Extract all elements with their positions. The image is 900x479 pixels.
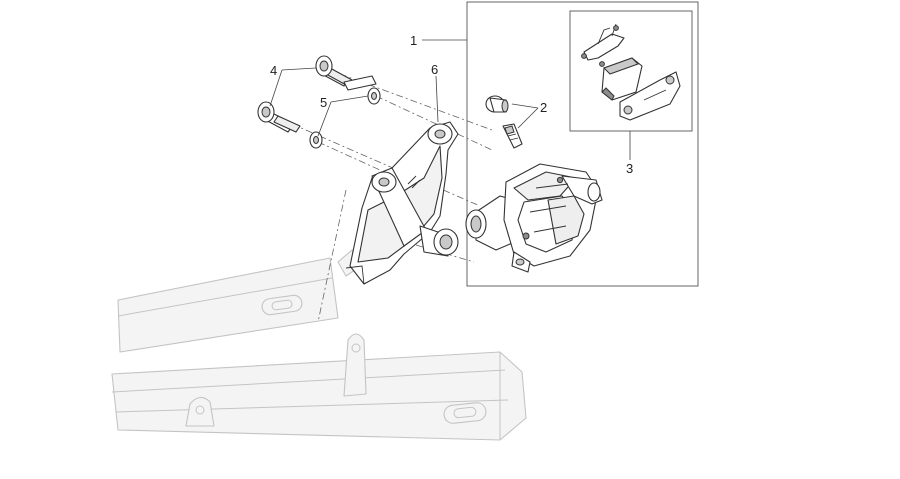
- brake-caliper: [465, 163, 603, 273]
- bleeder-cap: [485, 95, 509, 113]
- bolt-upper: [315, 55, 377, 91]
- callout-1: 1: [410, 33, 417, 48]
- washer-lower: [309, 131, 323, 149]
- leader-lines: [269, 39, 631, 160]
- callout-4: 4: [270, 63, 277, 78]
- washer-upper: [367, 87, 381, 105]
- callout-2: 2: [540, 100, 547, 115]
- swingarm-silhouette: [111, 249, 527, 441]
- caliper-bracket: [345, 121, 459, 285]
- pad-spring-clip: [581, 23, 625, 67]
- brake-pads-frame: [569, 10, 693, 132]
- caliper-assembly-frame: [466, 1, 699, 287]
- callout-5: 5: [320, 95, 327, 110]
- bleeder-screw: [502, 123, 523, 149]
- callout-3: 3: [626, 161, 633, 176]
- callout-6: 6: [431, 62, 438, 77]
- bolt-lower: [257, 101, 301, 133]
- brake-pad: [601, 57, 643, 101]
- pad-plate: [619, 71, 681, 121]
